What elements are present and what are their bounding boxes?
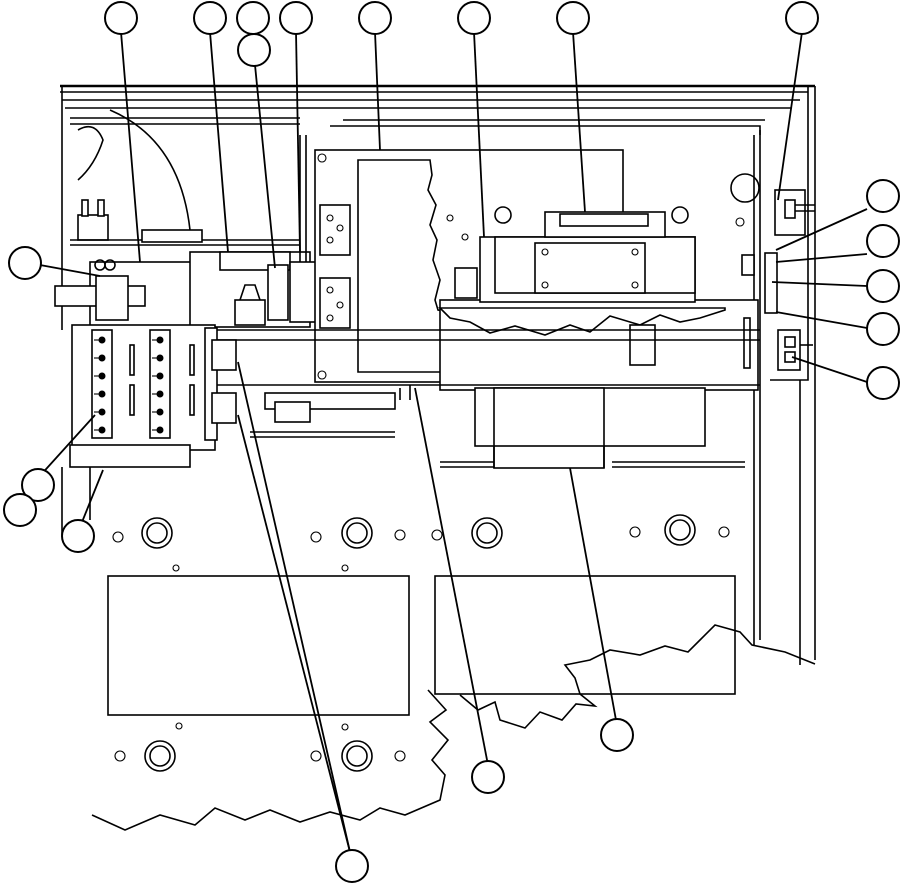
callout-circle [785, 1, 819, 35]
crossbar [200, 329, 760, 469]
door-swing-arc [109, 109, 191, 231]
callout-circle [866, 224, 900, 258]
terminal-screw [156, 336, 164, 344]
callout-circle [104, 1, 138, 35]
callout-circle [279, 1, 313, 35]
terminal-screw [156, 408, 164, 416]
cover-assembly [438, 173, 760, 391]
terminal-screw [98, 372, 106, 380]
terminal-screw [98, 354, 106, 362]
terminal-screw [98, 336, 106, 344]
callout-circle [3, 493, 37, 527]
relay-module [54, 199, 300, 328]
callout-circle [358, 1, 392, 35]
callout-circle [335, 849, 369, 883]
callout-circle [8, 246, 42, 280]
callout-circle [237, 33, 271, 67]
callout-circle [61, 519, 95, 553]
terminal-screw [98, 408, 106, 416]
callout-circle [866, 179, 900, 213]
side-bracket [764, 189, 815, 371]
callout-circle [866, 366, 900, 400]
callout-circle [600, 718, 634, 752]
terminal-screw [156, 390, 164, 398]
callout-circle [21, 468, 55, 502]
terminal-block-assembly [69, 324, 237, 468]
terminal-screw [156, 426, 164, 434]
lower-panel [61, 467, 816, 831]
leader-lines [37, 29, 868, 853]
terminal-screw [156, 372, 164, 380]
callout-circle [556, 1, 590, 35]
callout-circle [236, 1, 270, 35]
callout-circle [866, 269, 900, 303]
callout-circle [193, 1, 227, 35]
callout-circle [866, 312, 900, 346]
terminal-screw [98, 390, 106, 398]
terminal-screw [156, 354, 164, 362]
callout-circle [471, 760, 505, 794]
callouts [3, 1, 900, 883]
callout-circle [457, 1, 491, 35]
terminal-screw [98, 426, 106, 434]
